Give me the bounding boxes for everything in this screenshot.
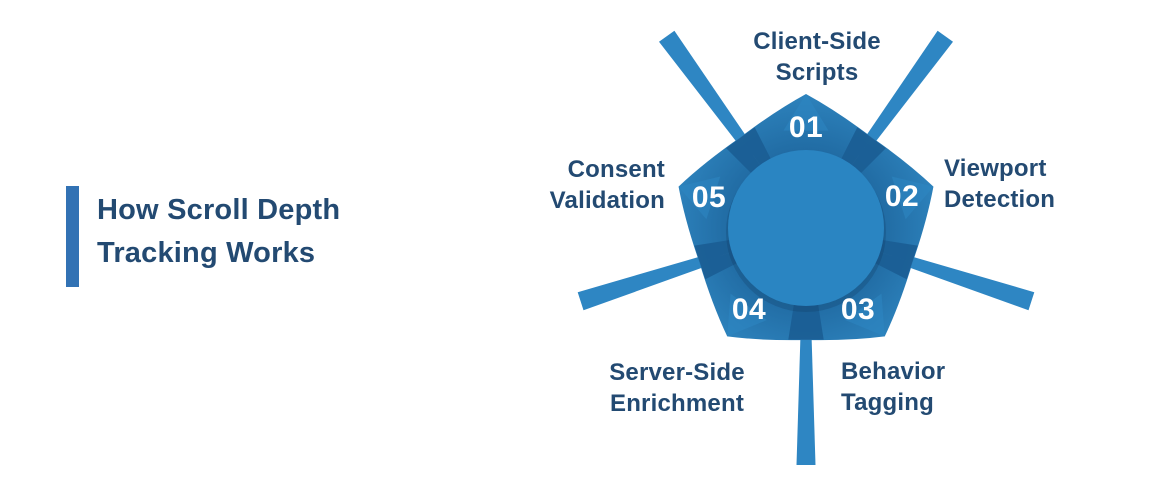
scroll-tracking-flower-diagram [577, 30, 1035, 465]
ray-2 [890, 251, 1035, 311]
step-label-line: Consent [567, 156, 665, 183]
step-label-viewport-detection: Viewport Detection [944, 153, 1055, 215]
step-number-05: 05 [691, 181, 727, 214]
center-circle [728, 150, 884, 306]
step-label-line: Server-Side [609, 359, 745, 386]
step-number-03: 03 [840, 293, 876, 326]
petal-tip-highlight-05 [678, 176, 721, 220]
page-title: How Scroll Depth Tracking Works [97, 189, 340, 275]
step-number-04: 04 [731, 293, 767, 326]
petal-tip-highlight-02 [891, 176, 934, 220]
step-label-line: Detection [944, 186, 1056, 213]
ray-3 [796, 318, 816, 465]
step-number-02: 02 [884, 180, 920, 213]
step-label-consent-validation: Consent Validation [445, 154, 665, 216]
page-title-line-2: Tracking Works [97, 237, 316, 269]
ray-4 [577, 251, 722, 311]
ray-5 [659, 30, 758, 159]
title-accent-bar [66, 186, 79, 287]
step-label-line: Enrichment [609, 390, 745, 417]
step-number-01: 01 [788, 111, 824, 144]
page-title-line-1: How Scroll Depth [97, 194, 341, 226]
step-label-line: Viewport [944, 155, 1047, 182]
step-label-line: Tagging [841, 389, 934, 416]
step-label-line: Behavior [841, 358, 946, 385]
step-label-line: Scripts [775, 59, 859, 86]
step-label-line: Validation [549, 187, 665, 214]
petal-tip-highlight-03 [845, 293, 885, 337]
step-label-client-side-scripts: Client-Side Scripts [717, 26, 917, 88]
step-label-behavior-tagging: Behavior Tagging [841, 356, 945, 418]
ray-1 [854, 30, 953, 159]
petal-tip-highlight-01 [783, 94, 829, 131]
step-label-server-side-enrichment: Server-Side Enrichment [557, 357, 797, 419]
petal-tip-highlight-04 [727, 293, 767, 337]
step-label-line: Client-Side [753, 28, 881, 55]
